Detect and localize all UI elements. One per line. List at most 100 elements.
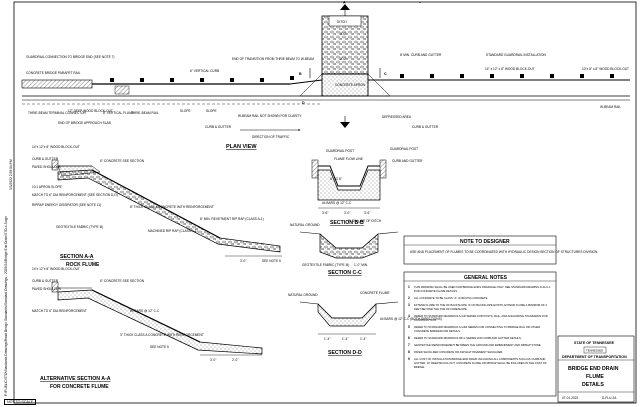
- svg-text:8" VERTICAL FLUME: 8" VERTICAL FLUME: [103, 111, 134, 115]
- svg-text:B: B: [299, 72, 302, 76]
- scale-note: NOT TO SCALE: [4, 399, 37, 405]
- general-note-text: CONSTRUCTION.: [414, 318, 437, 322]
- svg-text:#4 BARS @ 12" C-C (BOTH DIRECT: #4 BARS @ 12" C-C (BOTH DIRECTIONS): [380, 317, 442, 321]
- svg-text:RIPRAP ENERGY DISSIPATOR (SEE: RIPRAP ENERGY DISSIPATOR (SEE NOTE 11): [32, 203, 101, 207]
- section-mark-d: D: [302, 101, 305, 105]
- section-aa-title: SECTION A-A: [60, 254, 94, 260]
- general-note-text: ALL CONCRETE TO BE CLASS "A" (3,000 PSI)…: [414, 296, 488, 300]
- svg-text:3'-6": 3'-6": [322, 211, 328, 215]
- svg-text:MATCH TO 6" DIA REINFORCEMENT: MATCH TO 6" DIA REINFORCEMENT (SEE SECTI…: [32, 193, 118, 197]
- svg-text:NOTE TO DESIGNER: NOTE TO DESIGNER: [460, 239, 510, 245]
- svg-text:FLUME FLOW LINE: FLUME FLOW LINE: [334, 157, 363, 161]
- svg-text:#4 BARS @ 12" C-C: #4 BARS @ 12" C-C: [130, 309, 160, 313]
- general-note-number: 4: [408, 314, 410, 318]
- svg-text:1'-4": 1'-4": [324, 337, 330, 341]
- svg-text:W-BEAM RAIL: W-BEAM RAIL: [600, 105, 621, 109]
- svg-text:DITCH: DITCH: [337, 20, 347, 24]
- svg-text:END OF TRANSITION FROM THRIE B: END OF TRANSITION FROM THRIE BEAM TO W-B…: [232, 57, 314, 61]
- general-note-text: FOR CONCRETE FLUME DETAILS.: [414, 289, 458, 293]
- svg-text:SEE NOTE 5: SEE NOTE 5: [150, 345, 169, 349]
- svg-text:6" CONCRETE SEE SECTION: 6" CONCRETE SEE SECTION: [100, 279, 145, 283]
- svg-text:1'-4": 1'-4": [342, 337, 348, 341]
- section-mark-a-bottom: [340, 116, 350, 128]
- svg-text:8" MIN. REVETMENT RIP RAP (CLA: 8" MIN. REVETMENT RIP RAP (CLASS A-1): [200, 217, 264, 221]
- general-note-number: 6: [408, 336, 410, 340]
- general-note-number: 1: [408, 285, 410, 289]
- svg-text:10"x 8" x 8" WOOD BLOCK-OUT: 10"x 8" x 8" WOOD BLOCK-OUT: [582, 67, 629, 71]
- section-dd: 1'-4" 1'-4" 1'-4" NATURAL GROUND CONCRET…: [288, 291, 442, 356]
- general-note-text: BRIDGE.: [414, 365, 425, 369]
- general-note-text: FEET BEYOND THE TOE OF FORESLOPE.: [414, 307, 468, 311]
- svg-text:GUARDRAIL CONNECTION TO BRIDGE: GUARDRAIL CONNECTION TO BRIDGE END (SEE …: [26, 55, 115, 59]
- svg-text:CURB & GUTTER: CURB & GUTTER: [412, 125, 439, 129]
- svg-text:TENNESSEE: TENNESSEE: [586, 349, 603, 353]
- svg-text:SEE NOTE 5: SEE NOTE 5: [262, 259, 281, 263]
- sheet-border: [13, 1, 637, 404]
- section-cc: NATURAL GROUND FLOW LINE OF DITCH GEOTEX…: [290, 219, 399, 276]
- svg-text:1'-0" MIN.: 1'-0" MIN.: [354, 263, 368, 267]
- svg-text:2'-0": 2'-0": [232, 358, 238, 362]
- general-note-number: 3: [408, 303, 410, 307]
- svg-text:CONCRETE APRON: CONCRETE APRON: [335, 83, 366, 87]
- general-note-text: CONCRETE BARRIER FOR DETAILS.: [414, 329, 461, 333]
- svg-text:DEPARTMENT OF TRANSPORTATION: DEPARTMENT OF TRANSPORTATION: [562, 355, 627, 359]
- section-aa-rock-flume: 3'-0" SEE NOTE 5 14"x 12"x 8" WOOD BLOCK…: [32, 145, 282, 268]
- general-note-text: GUTTER, 10" DEEP BLOCK-OUT, CONCRETE FLU…: [414, 361, 547, 365]
- svg-text:DEPRESSED AREA: DEPRESSED AREA: [382, 115, 412, 119]
- svg-text:FLOW LINE OF DITCH: FLOW LINE OF DITCH: [348, 219, 382, 223]
- svg-text:DETAILS: DETAILS: [582, 382, 604, 388]
- svg-text:D-FLU-2A: D-FLU-2A: [602, 396, 617, 400]
- sheet-edge-note: 3/3/2022 2:59:54 PM: [9, 159, 13, 190]
- plan-view: A DITCH CONCRETE APRON: [21, 1, 630, 150]
- svg-text:FLUME: FLUME: [586, 374, 604, 380]
- svg-text:MATCH TO 6" DIA REINFORCEMENT: MATCH TO 6" DIA REINFORCEMENT: [32, 309, 87, 313]
- svg-text:CONCRETE BRIDGE PARAPET RAIL: CONCRETE BRIDGE PARAPET RAIL: [26, 71, 81, 75]
- svg-text:14" x 12" x 8" WOOD BLOCK-OUT: 14" x 12" x 8" WOOD BLOCK-OUT: [485, 67, 535, 71]
- general-note-text: GEOTEXTILE REINFORCEMENT BETWEEN THE GRO…: [414, 343, 542, 347]
- svg-text:GENERAL NOTES: GENERAL NOTES: [464, 275, 508, 281]
- general-note-text: EXTEND FLUME TO TOE OF BACKSLOPE. IF NO …: [414, 303, 547, 307]
- note-to-designer-text: USE AND PLACEMENT OF FLUMES TO BE COORDI…: [410, 250, 598, 254]
- section-alt-subtitle: FOR CONCRETE FLUME: [50, 384, 109, 390]
- section-aa-subtitle: ROCK FLUME: [66, 262, 100, 268]
- svg-text:#4 BARS @ 12" C-C: #4 BARS @ 12" C-C: [322, 201, 352, 205]
- svg-text:10:1 APRON SLOPE: 10:1 APRON SLOPE: [32, 185, 62, 189]
- svg-text:W-BEAM RAIL NOT SHOWN FOR CLAR: W-BEAM RAIL NOT SHOWN FOR CLARITY: [238, 114, 302, 118]
- svg-text:GEOTEXTILE FABRIC (TYPE III): GEOTEXTILE FABRIC (TYPE III): [302, 263, 349, 267]
- svg-text:C: C: [384, 72, 387, 76]
- title-block: STATE OF TENNESSEE TENNESSEE DEPARTMENT …: [557, 335, 635, 403]
- svg-text:THRIE-BEAM TERMINAL CONNECTOR: THRIE-BEAM TERMINAL CONNECTOR: [28, 111, 87, 115]
- guardrail-posts: [110, 74, 614, 82]
- section-alt-title: ALTERNATIVE SECTION A-A: [40, 376, 111, 382]
- svg-text:CURB & GUTTER: CURB & GUTTER: [32, 279, 59, 283]
- svg-text:8" THICK CLASS A CONCRETE WITH: 8" THICK CLASS A CONCRETE WITH REINFORCE…: [130, 205, 214, 209]
- section-bb: 3'-6" 3'-0" 3'-6" GUARDRAIL POST GUARDRA…: [311, 147, 423, 226]
- general-note-number: 8: [408, 350, 410, 354]
- svg-text:GEOTEXTILE FABRIC (TYPE III): GEOTEXTILE FABRIC (TYPE III): [56, 225, 103, 229]
- svg-text:THRIE-BEAM RAIL: THRIE-BEAM RAIL: [131, 111, 159, 115]
- sheet-filepath: P:\PUBLIC\STD\Standards Drawings\Road De…: [4, 216, 8, 396]
- svg-text:07-01-2022: 07-01-2022: [562, 396, 579, 400]
- svg-text:CURB AND GUTTER: CURB AND GUTTER: [392, 159, 423, 163]
- general-note-text: THIS DRAWING SHALL BE USED FOR BRIDGE EN…: [414, 285, 551, 289]
- svg-text:NATURAL GROUND: NATURAL GROUND: [288, 293, 318, 297]
- svg-text:A: A: [343, 1, 346, 5]
- section-aa-concrete-flume: 3'-0" 2'-0" 14"x 12"x 8" WOOD BLOCK-OUT …: [32, 267, 263, 390]
- svg-text:NATURAL GROUND: NATURAL GROUND: [290, 223, 320, 227]
- section-mark-b: B: [299, 68, 311, 78]
- svg-text:3'-0": 3'-0": [210, 358, 216, 362]
- svg-text:END OF BRIDGE APPROACH SLAB: END OF BRIDGE APPROACH SLAB: [58, 121, 111, 125]
- svg-text:STATE OF TENNESSEE: STATE OF TENNESSEE: [574, 341, 615, 345]
- svg-text:12" DEEP WOOD BLOCK-OUT: 12" DEEP WOOD BLOCK-OUT: [68, 109, 113, 113]
- svg-text:1'-4": 1'-4": [360, 337, 366, 341]
- section-mark-a-top: A: [340, 1, 350, 16]
- svg-text:SLOPE: SLOPE: [180, 109, 191, 113]
- svg-text:CONCRETE FLUME: CONCRETE FLUME: [360, 291, 390, 295]
- note-to-designer: NOTE TO DESIGNER USE AND PLACEMENT OF FL…: [403, 235, 598, 265]
- svg-text:14"x 12"x 8" WOOD BLOCK-OUT: 14"x 12"x 8" WOOD BLOCK-OUT: [32, 267, 80, 271]
- svg-text:3'-0": 3'-0": [340, 32, 346, 36]
- general-note-number: 9: [408, 357, 410, 361]
- svg-text:GUARDRAIL POST: GUARDRAIL POST: [390, 147, 418, 151]
- svg-text:CURB & GUTTER: CURB & GUTTER: [205, 125, 232, 129]
